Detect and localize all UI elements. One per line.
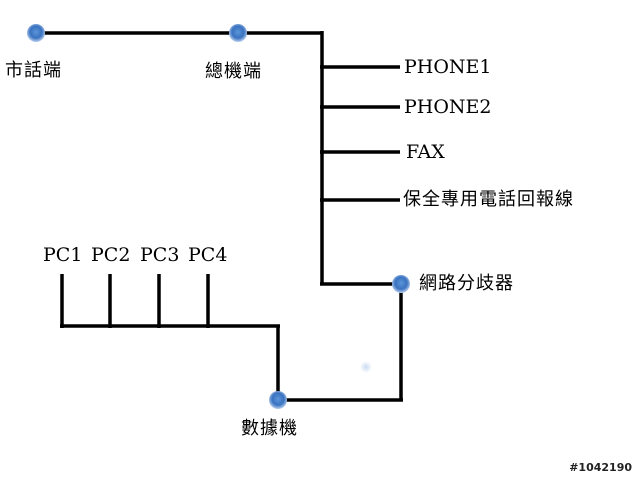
city-line-node: [27, 24, 45, 42]
phone1-label: PHONE1: [404, 56, 492, 78]
faint-dot: [360, 361, 372, 373]
security-line-label: 保全專用電話回報線: [403, 189, 574, 210]
pc4-label: PC4: [188, 244, 228, 266]
pc3-label: PC3: [140, 244, 180, 266]
fax-label: FAX: [406, 141, 445, 163]
pbx-label: 總機端: [205, 61, 262, 82]
pbx-node: [229, 24, 247, 42]
pc1-label: PC1: [43, 244, 83, 266]
city-line-label: 市話端: [5, 60, 62, 81]
network-switch-node: [392, 275, 410, 293]
modem-label: 數據機: [241, 418, 298, 439]
network-switch-label: 網路分歧器: [419, 273, 514, 294]
image-id-watermark: #1042190: [569, 461, 632, 474]
modem-node: [269, 391, 287, 409]
pc2-label: PC2: [91, 244, 131, 266]
phone2-label: PHONE2: [404, 96, 492, 118]
